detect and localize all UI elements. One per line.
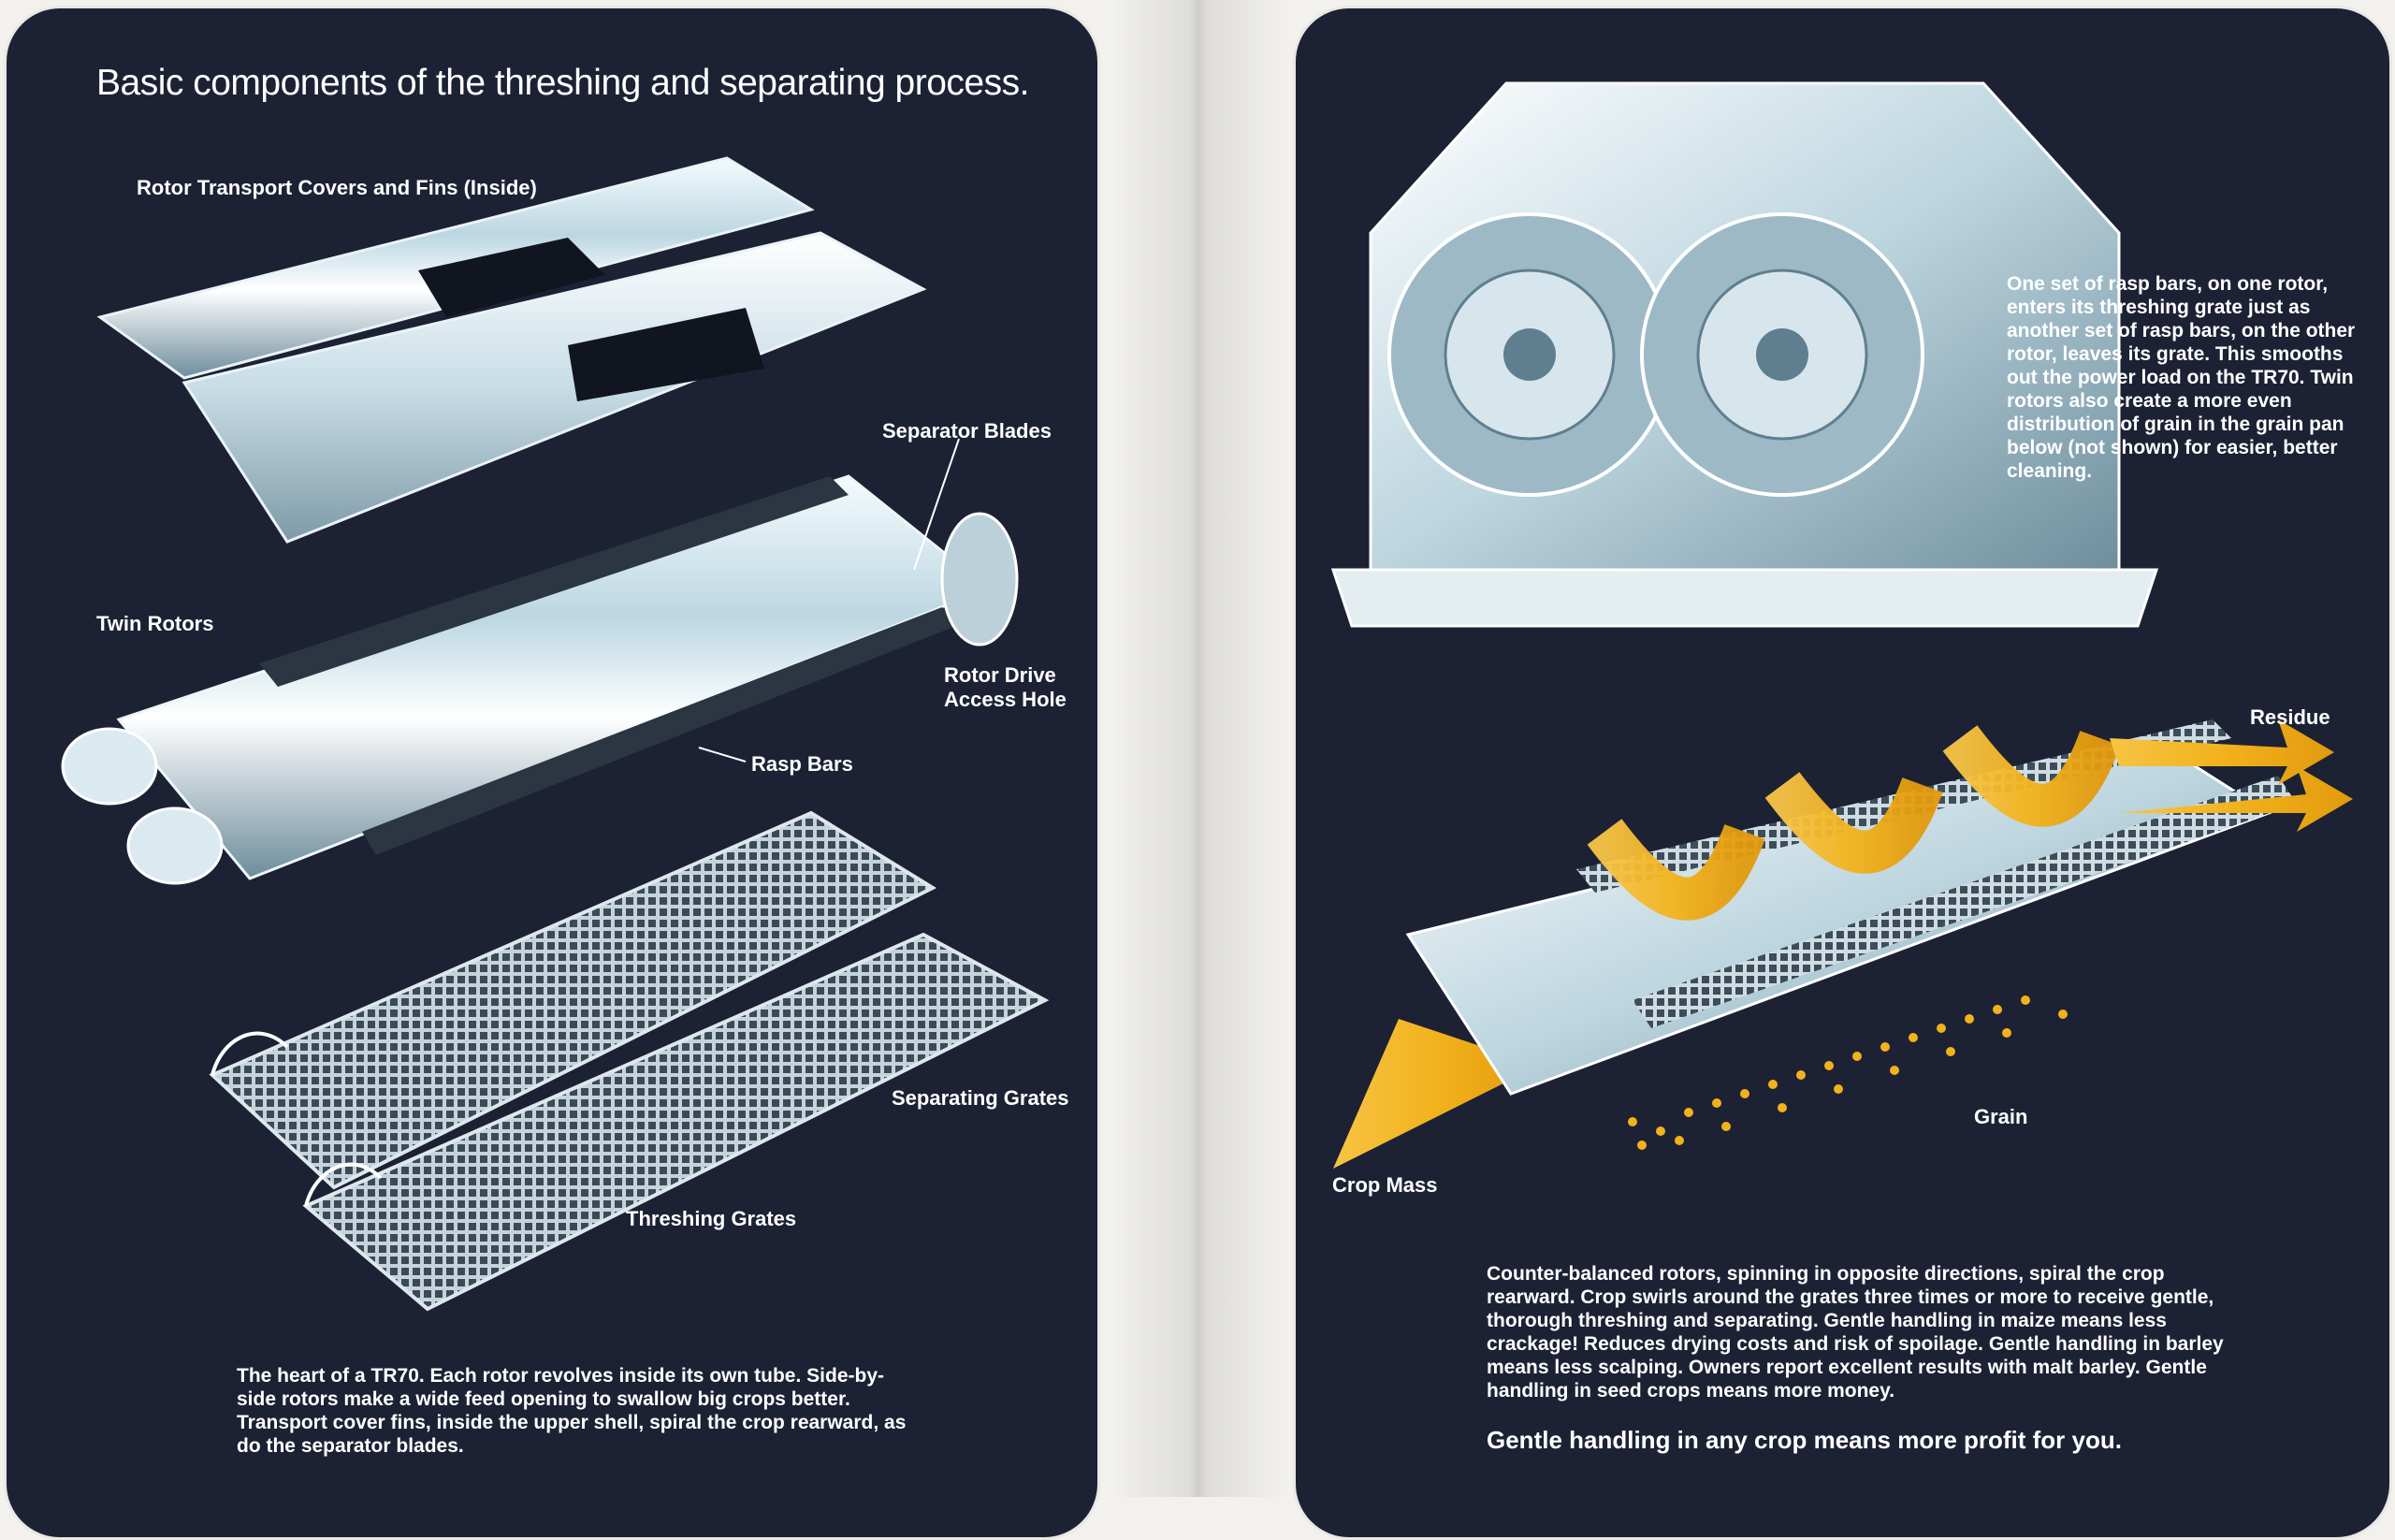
label-rotor-transport-covers: Rotor Transport Covers and Fins (Inside) <box>137 176 537 199</box>
twin-rotor-end-view-drawing <box>1330 81 2159 628</box>
right-body-text: Counter-balanced rotors, spinning in opp… <box>1487 1263 2224 1402</box>
left-page: Basic components of the threshing and se… <box>4 6 1100 1540</box>
rotor-operation-illustration <box>1330 81 2353 1169</box>
page-title: Basic components of the threshing and se… <box>96 63 1029 103</box>
page-gutter <box>1110 0 1287 1497</box>
label-twin-rotors: Twin Rotors <box>96 612 214 635</box>
rasp-bars-explanation: One set of rasp bars, on one rotor, ente… <box>2007 273 2356 482</box>
label-grain: Grain <box>1974 1105 2028 1128</box>
label-rotor-drive-access-line1: Rotor Drive <box>944 663 1056 687</box>
threshing-components-illustration <box>61 156 1050 1312</box>
label-rotor-drive-access-line2: Access Hole <box>944 688 1067 711</box>
twin-rotors-drawing <box>61 474 1019 885</box>
label-rasp-bars: Rasp Bars <box>751 752 853 776</box>
rotor-transport-covers-drawing <box>96 156 927 544</box>
label-separating-grates: Separating Grates <box>892 1086 1069 1110</box>
right-page: One set of rasp bars, on one rotor, ente… <box>1293 6 2392 1540</box>
closing-line: Gentle handling in any crop means more p… <box>1487 1426 2122 1454</box>
left-caption: The heart of a TR70. Each rotor revolves… <box>237 1365 907 1457</box>
label-crop-mass: Crop Mass <box>1332 1173 1438 1197</box>
grates-drawing <box>209 810 1050 1312</box>
crop-flow-drawing <box>1333 719 2353 1169</box>
label-threshing-grates: Threshing Grates <box>626 1207 797 1230</box>
brochure-spread: Basic components of the threshing and se… <box>4 0 2392 1540</box>
label-residue: Residue <box>2250 705 2330 729</box>
label-separator-blades: Separator Blades <box>882 419 1052 443</box>
